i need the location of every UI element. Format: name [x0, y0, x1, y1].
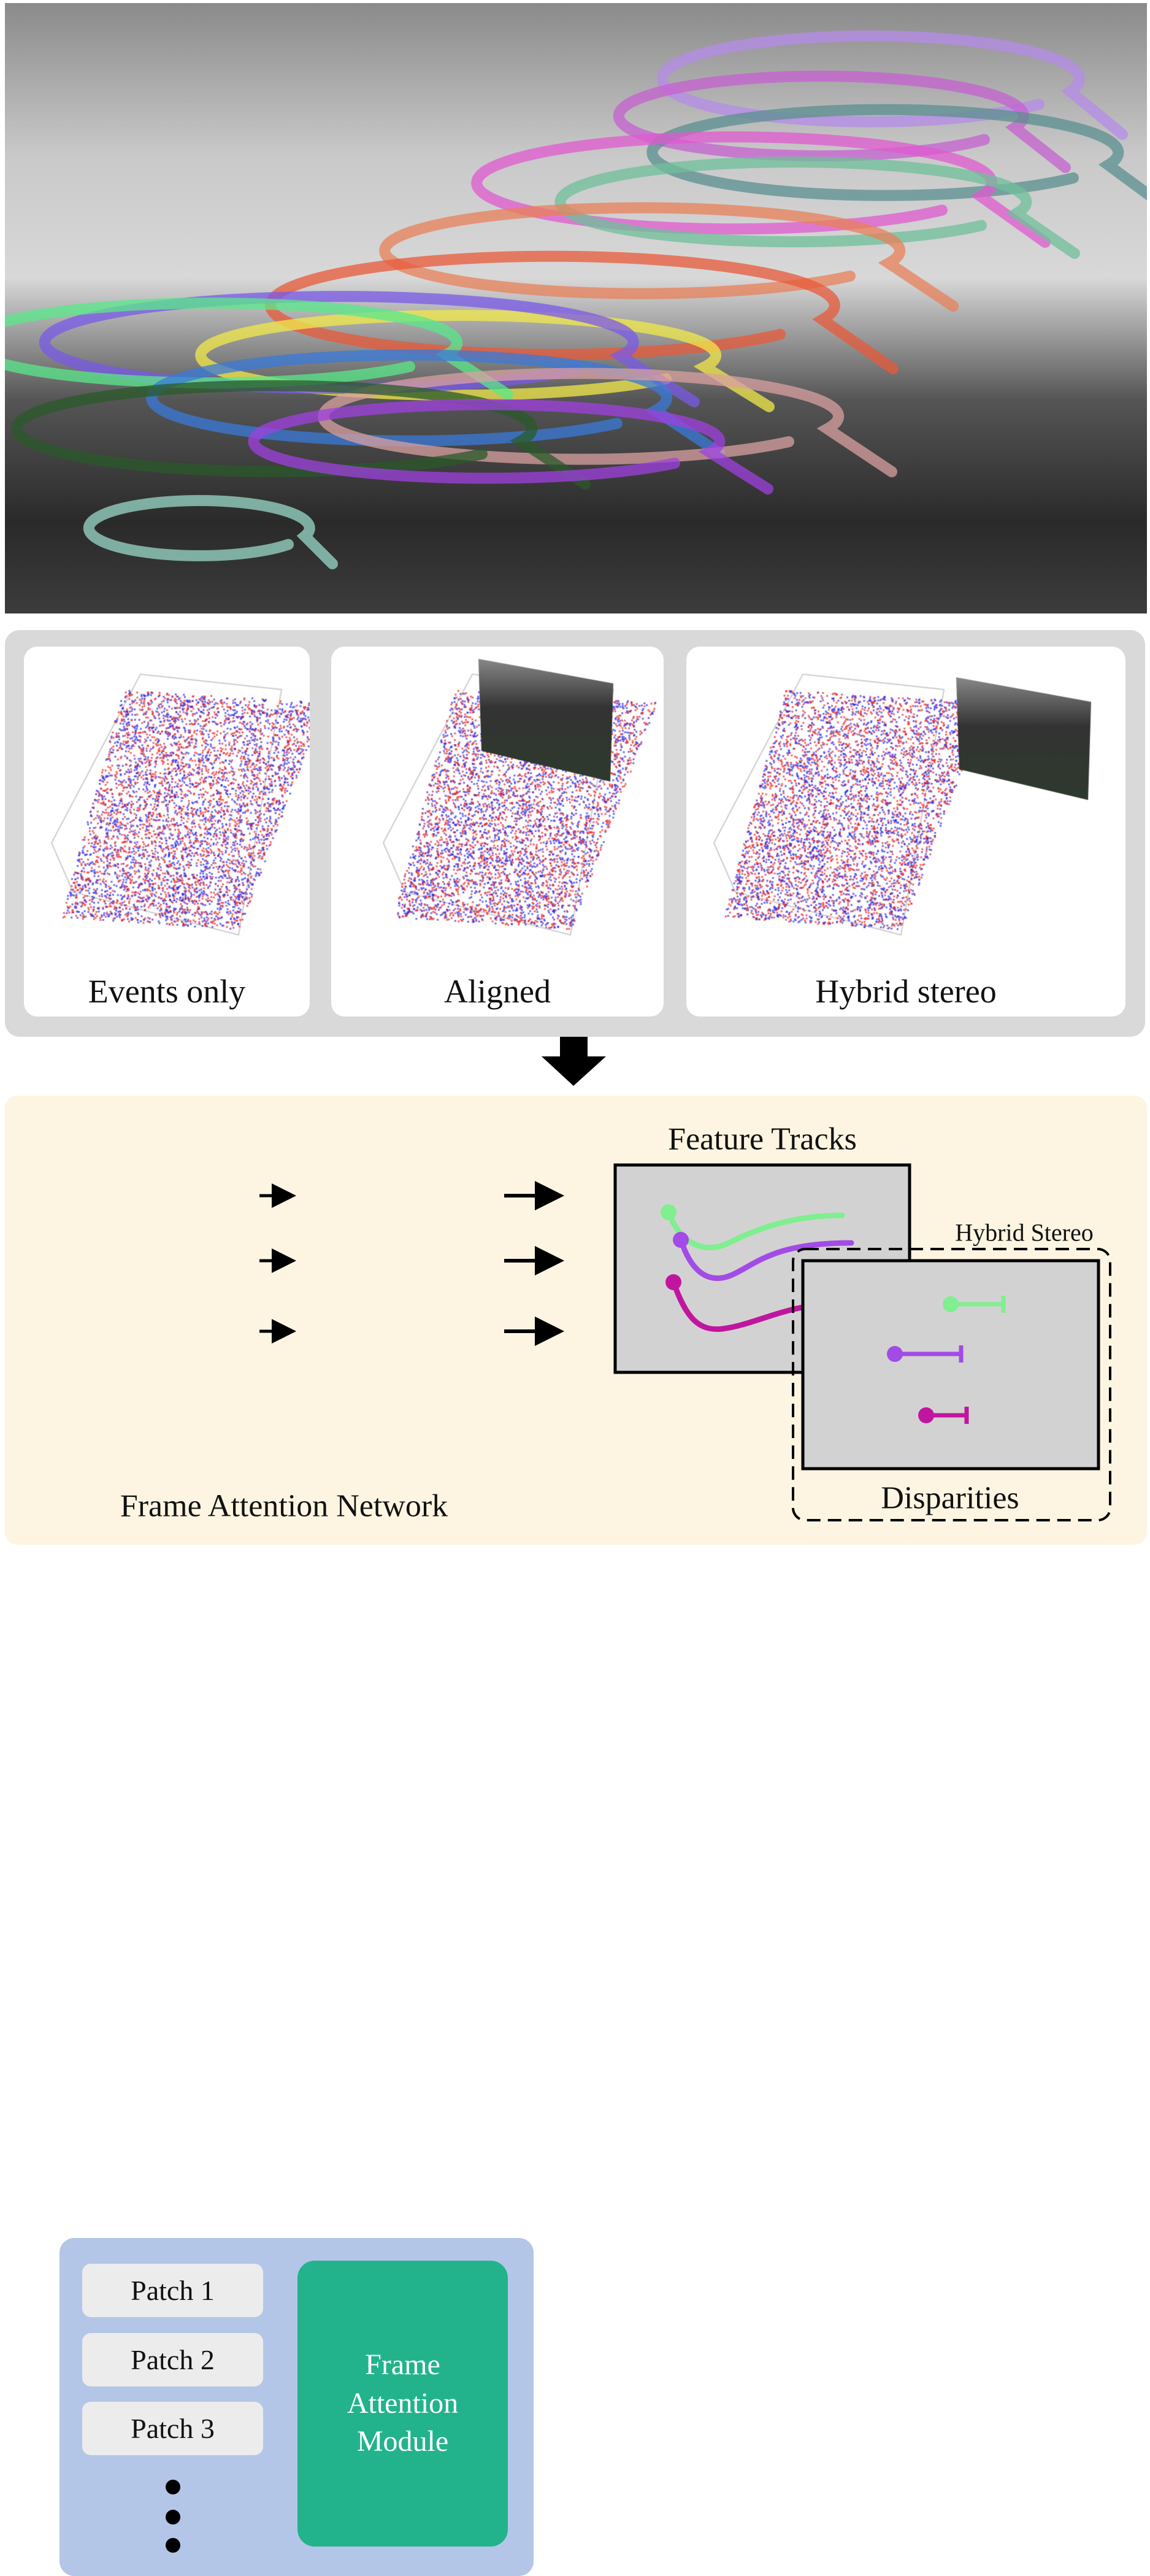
ellipsis-dot — [166, 2480, 180, 2494]
feature-tracks-label: Feature Tracks — [668, 1121, 857, 1157]
feature-track — [471, 131, 1051, 248]
disparity-bars — [887, 1296, 1006, 1424]
patch-arrows — [259, 1183, 296, 1344]
feature-track — [248, 399, 773, 494]
event-point-cloud — [24, 647, 310, 966]
feature-track — [656, 30, 1128, 140]
feature-tracks-overlay — [5, 30, 1147, 569]
hybrid-stereo-dashed-box — [792, 1248, 1111, 1521]
frame-attention-network: Patch 1 Patch 2 Patch 3 Frame Attention … — [59, 2238, 534, 2576]
card-label: Events only — [88, 973, 246, 1010]
frame-attention-module: Frame Attention Module — [297, 2261, 508, 2547]
aligned-card: Aligned — [331, 647, 664, 1017]
event-point-cloud — [686, 647, 1125, 966]
feature-track — [318, 367, 897, 477]
feature-track — [264, 250, 899, 374]
output-arrows — [504, 1181, 564, 1346]
feature-track — [83, 494, 338, 569]
card-label: Hybrid stereo — [815, 973, 997, 1010]
feature-track — [554, 156, 1080, 259]
event-point-cloud — [331, 647, 664, 966]
input-modes-panel: Events only Aligned Hybrid stereo — [5, 630, 1145, 1037]
hybrid-stereo-label: Hybrid Stereo — [955, 1218, 1094, 1247]
ellipsis-dot — [166, 2510, 180, 2524]
card-label: Aligned — [444, 973, 551, 1010]
module-line: Attention — [347, 2386, 459, 2420]
events-only-card: Events only — [24, 647, 310, 1017]
hybrid-stereo-card: Hybrid stereo — [686, 647, 1125, 1017]
patch-2: Patch 2 — [82, 2333, 263, 2386]
patch-3: Patch 3 — [82, 2402, 263, 2455]
disparities-frame — [801, 1259, 1100, 1471]
ellipsis-dot — [166, 2538, 180, 2553]
network-label: Frame Attention Network — [120, 1488, 448, 1524]
model-diagram — [259, 1163, 1111, 1521]
down-arrow-icon — [542, 1037, 606, 1086]
feature-tracks-photo — [5, 3, 1147, 613]
disparities-label: Disparities — [881, 1480, 1019, 1516]
feature-track — [613, 71, 1071, 173]
module-line: Module — [356, 2425, 449, 2458]
model-panel: Patch 1 Patch 2 Patch 3 Frame Attention … — [5, 1096, 1147, 2576]
module-line: Frame — [365, 2348, 440, 2382]
feature-track — [379, 202, 959, 312]
patch-1: Patch 1 — [82, 2264, 263, 2317]
